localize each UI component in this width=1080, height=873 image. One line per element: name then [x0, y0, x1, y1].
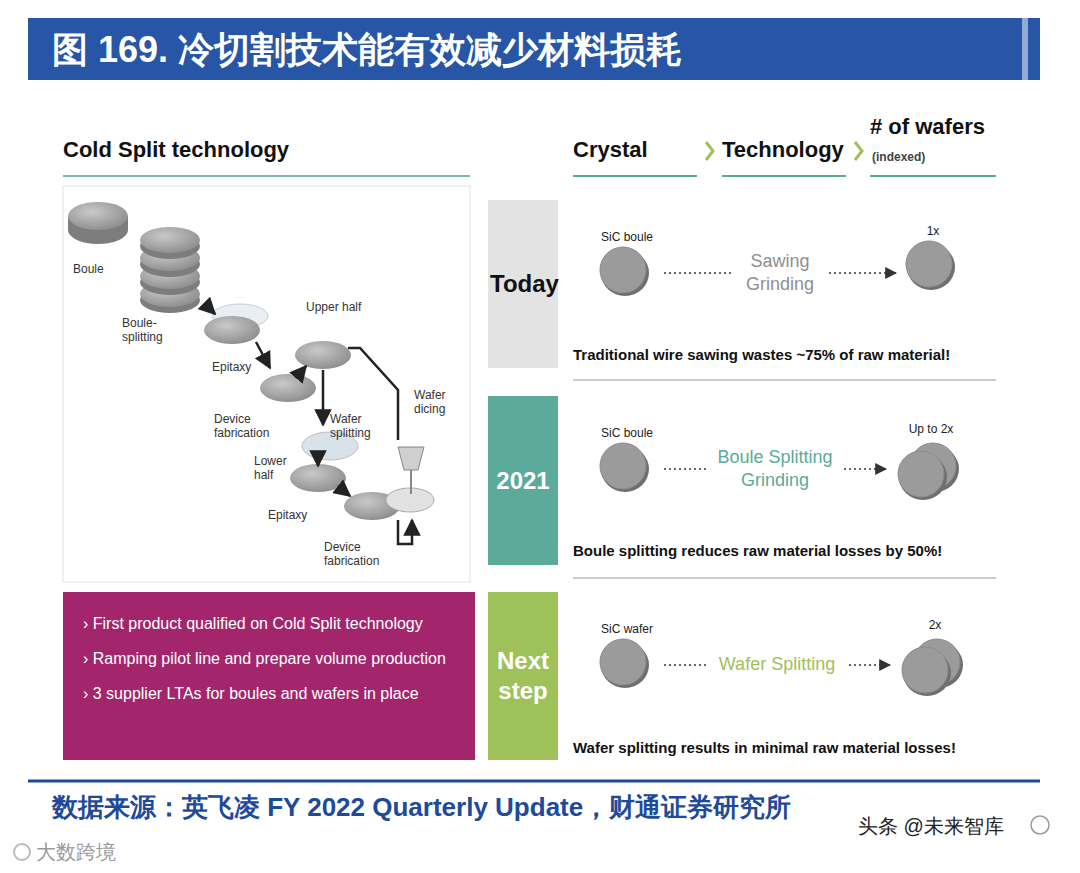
crystal-label: 2x: [929, 618, 942, 632]
illustration-frame: [63, 186, 470, 582]
heading-rule: [722, 175, 846, 177]
heading-rule: [870, 175, 996, 177]
step-label: Device fabrication: [214, 412, 284, 441]
process-label: Sawing Grinding: [731, 250, 829, 297]
process-label: Wafer Splitting: [708, 653, 846, 676]
column-heading: (indexed): [872, 150, 925, 164]
double-disc: [894, 438, 968, 500]
row-label: 2021: [490, 466, 556, 496]
row-note: Boule splitting reduces raw material los…: [573, 542, 942, 560]
crystal-label: SiC boule: [601, 230, 653, 244]
row-rule: [573, 379, 996, 381]
process-label: Boule Splitting Grinding: [706, 446, 844, 493]
heading-rule: [573, 175, 697, 177]
column-heading: Crystal: [573, 137, 648, 163]
row-label-box: Today: [488, 200, 558, 368]
row-label: Next step: [490, 646, 556, 706]
wafer-figure: SiC boule: [598, 230, 656, 300]
step-label: Boule: [73, 262, 104, 276]
boule-stack: [140, 227, 200, 313]
caption-text: 数据来源：英飞凌 FY 2022 Quarterly Update，财通证券研究…: [52, 790, 791, 825]
row-label: Today: [490, 269, 556, 299]
disc: [598, 246, 656, 300]
wafer-figure: SiC boule: [598, 426, 656, 496]
column-heading: Technology: [722, 137, 844, 163]
crystal-label: SiC boule: [601, 426, 653, 440]
crystal-label: Up to 2x: [909, 422, 954, 436]
disc: [598, 638, 656, 692]
bottom-rule: [28, 780, 1040, 783]
crystal-label: 1x: [927, 224, 940, 238]
step-label: Upper half: [306, 300, 361, 314]
bullet-text: › Ramping pilot line and prepare volume …: [83, 649, 463, 670]
watermark: 头条 @未来智库: [858, 814, 1004, 838]
double-disc: [898, 634, 972, 696]
column-heading: Cold Split technology: [63, 137, 289, 163]
step-label: Epitaxy: [212, 360, 251, 374]
column-heading: # of wafers: [870, 114, 985, 140]
row-note: Traditional wire sawing wastes ~75% of r…: [573, 346, 950, 364]
title-text: 图 169. 冷切割技术能有效减少材料损耗: [52, 26, 682, 74]
step-label: Wafer splitting: [330, 412, 390, 441]
bullet-panel: › First product qualified on Cold Split …: [63, 592, 475, 760]
disc: [904, 240, 962, 294]
row-label-box: Next step: [488, 592, 558, 760]
watermark: 大数跨境: [36, 840, 116, 864]
wafer-figure: 2x: [898, 618, 972, 696]
heading-rule: [63, 175, 470, 177]
step-label: Lower half: [254, 454, 294, 483]
title-band: [28, 18, 1040, 80]
flow-lines: [205, 304, 412, 544]
step-label: Boule-splitting: [122, 316, 184, 345]
title-stripe: [1022, 18, 1028, 80]
wafer-figure: SiC wafer: [598, 622, 656, 692]
row-label-box: 2021: [488, 396, 558, 565]
crystal-label: SiC wafer: [601, 622, 653, 636]
chevron: [706, 142, 713, 160]
disc: [598, 442, 656, 496]
wafer-figure: 1x: [904, 224, 962, 294]
bullet-text: › First product qualified on Cold Split …: [83, 614, 463, 635]
watermark-logo: [1031, 816, 1049, 834]
step-label: Device fabrication: [324, 540, 394, 569]
wafer-figure: Up to 2x: [894, 422, 968, 500]
step-label: Epitaxy: [268, 508, 307, 522]
chevron: [855, 142, 862, 160]
row-rule: [573, 577, 996, 579]
step-label: Wafer dicing: [414, 388, 462, 417]
row-note: Wafer splitting results in minimal raw m…: [573, 739, 956, 757]
watermark-logo: [14, 844, 30, 860]
bullet-text: › 3 supplier LTAs for boules and wafers …: [83, 684, 463, 705]
